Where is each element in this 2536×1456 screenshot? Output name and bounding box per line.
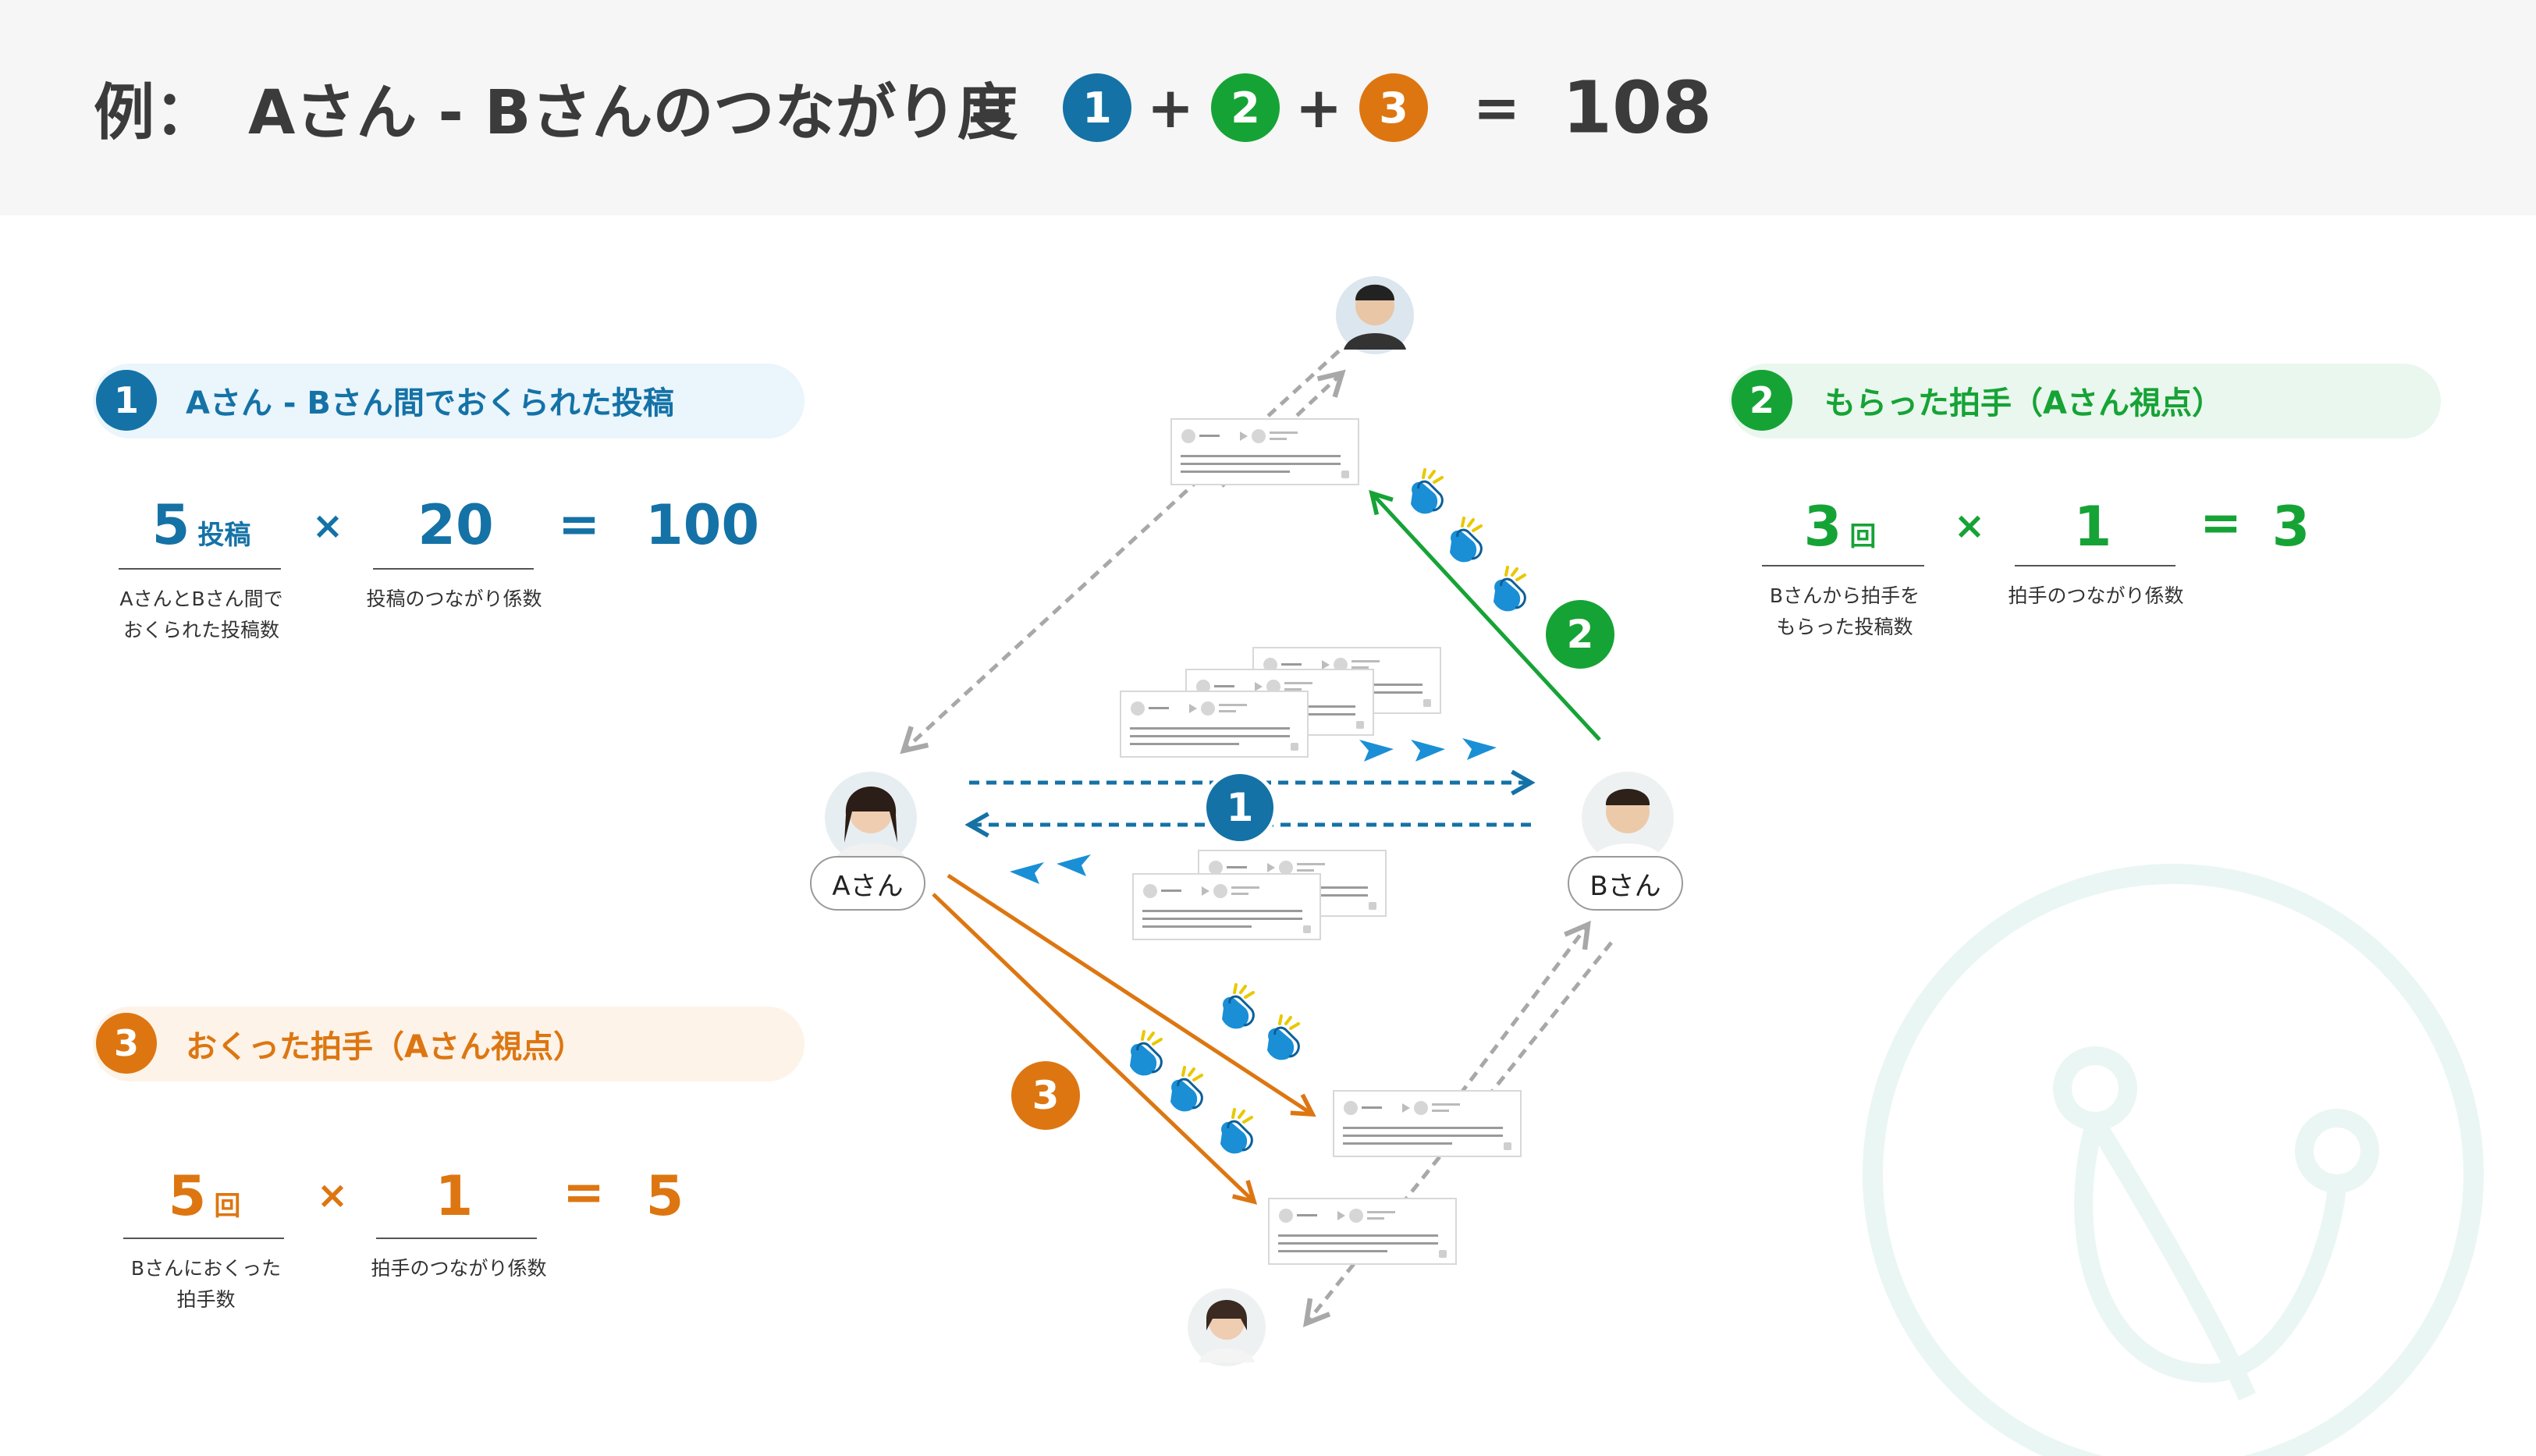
section-1-coef: 20 [417,493,494,557]
section-3-result: 5 [645,1164,684,1228]
header-badge-3: 3 [1359,73,1428,142]
section-3-coef-caption: 拍手のつながり係数 [371,1257,547,1280]
person-b-tag: Bさん [1568,856,1683,911]
paper-plane-icon [1359,740,1394,762]
section-2-title: もらった拍手（Aさん視点） [1824,385,2223,421]
section-2-times: × [1953,504,1986,548]
section-3-badge: 3 [96,1013,157,1074]
post-card-received [1132,873,1321,940]
section-2-result: 3 [2271,495,2310,559]
person-a-tag: Aさん [810,856,925,911]
section-2-pill [1729,364,2441,439]
header-title: Aさん - Bさんのつながり度 [248,78,1018,148]
avatar-top [1331,272,1419,359]
section-1-times: × [311,504,344,548]
watermark-logo [1863,864,2484,1456]
section-1-result: 100 [645,493,760,557]
section-1-pill [93,364,804,439]
header-bar: 例： Aさん - Bさんのつながり度 = 1 + 2 + 3 = 108 [0,0,2536,215]
header-equals: = [967,75,1015,140]
clap-icon [1409,468,1444,516]
header-prefix: 例： [94,78,216,148]
header-equals-2: = [1472,75,1521,140]
avatar-person-a [820,767,922,868]
post-card-b-1 [1333,1090,1522,1157]
section-3-caption: Bさんにおくった拍手数 [130,1257,282,1311]
section-1-badge: 1 [96,370,157,431]
post-card-b-2 [1268,1198,1457,1265]
section-2-eq: = [2200,495,2242,552]
section-2-badge: 2 [1732,370,1792,431]
section-1-caption: AさんとBさん間でおくられた投稿数 [119,588,283,641]
diagram-badge-2: 2 [1546,600,1614,669]
section-3-eq: = [563,1164,605,1222]
section-2-coef-caption: 拍手のつながり係数 [2008,584,2184,607]
header-badge-2: 2 [1211,73,1280,142]
section-2-coef: 1 [2073,495,2112,559]
diagram-badge-1: 1 [1202,770,1277,845]
header-plus-2: + [1295,75,1343,140]
header-plus-1: + [1146,75,1195,140]
avatar-person-b [1577,767,1678,868]
post-card-stack [1120,691,1309,758]
section-2-caption: Bさんから拍手をもらった投稿数 [1769,584,1920,638]
section-1-eq: = [558,496,600,554]
section-1-title: Aさん - Bさん間でおくられた投稿 [186,385,674,421]
section-3-title: おくった拍手（Aさん視点） [186,1029,584,1065]
post-card-top [1170,418,1359,485]
section-3-pill [93,1007,804,1081]
section-3-times: × [316,1174,349,1217]
section-1-coef-caption: 投稿のつながり係数 [366,588,542,610]
header-total: 108 [1562,66,1713,150]
avatar-bottom [1183,1284,1270,1371]
header-badge-1: 1 [1063,73,1131,142]
diagram-badge-3: 3 [1011,1061,1080,1130]
section-3-coef: 1 [435,1164,474,1228]
